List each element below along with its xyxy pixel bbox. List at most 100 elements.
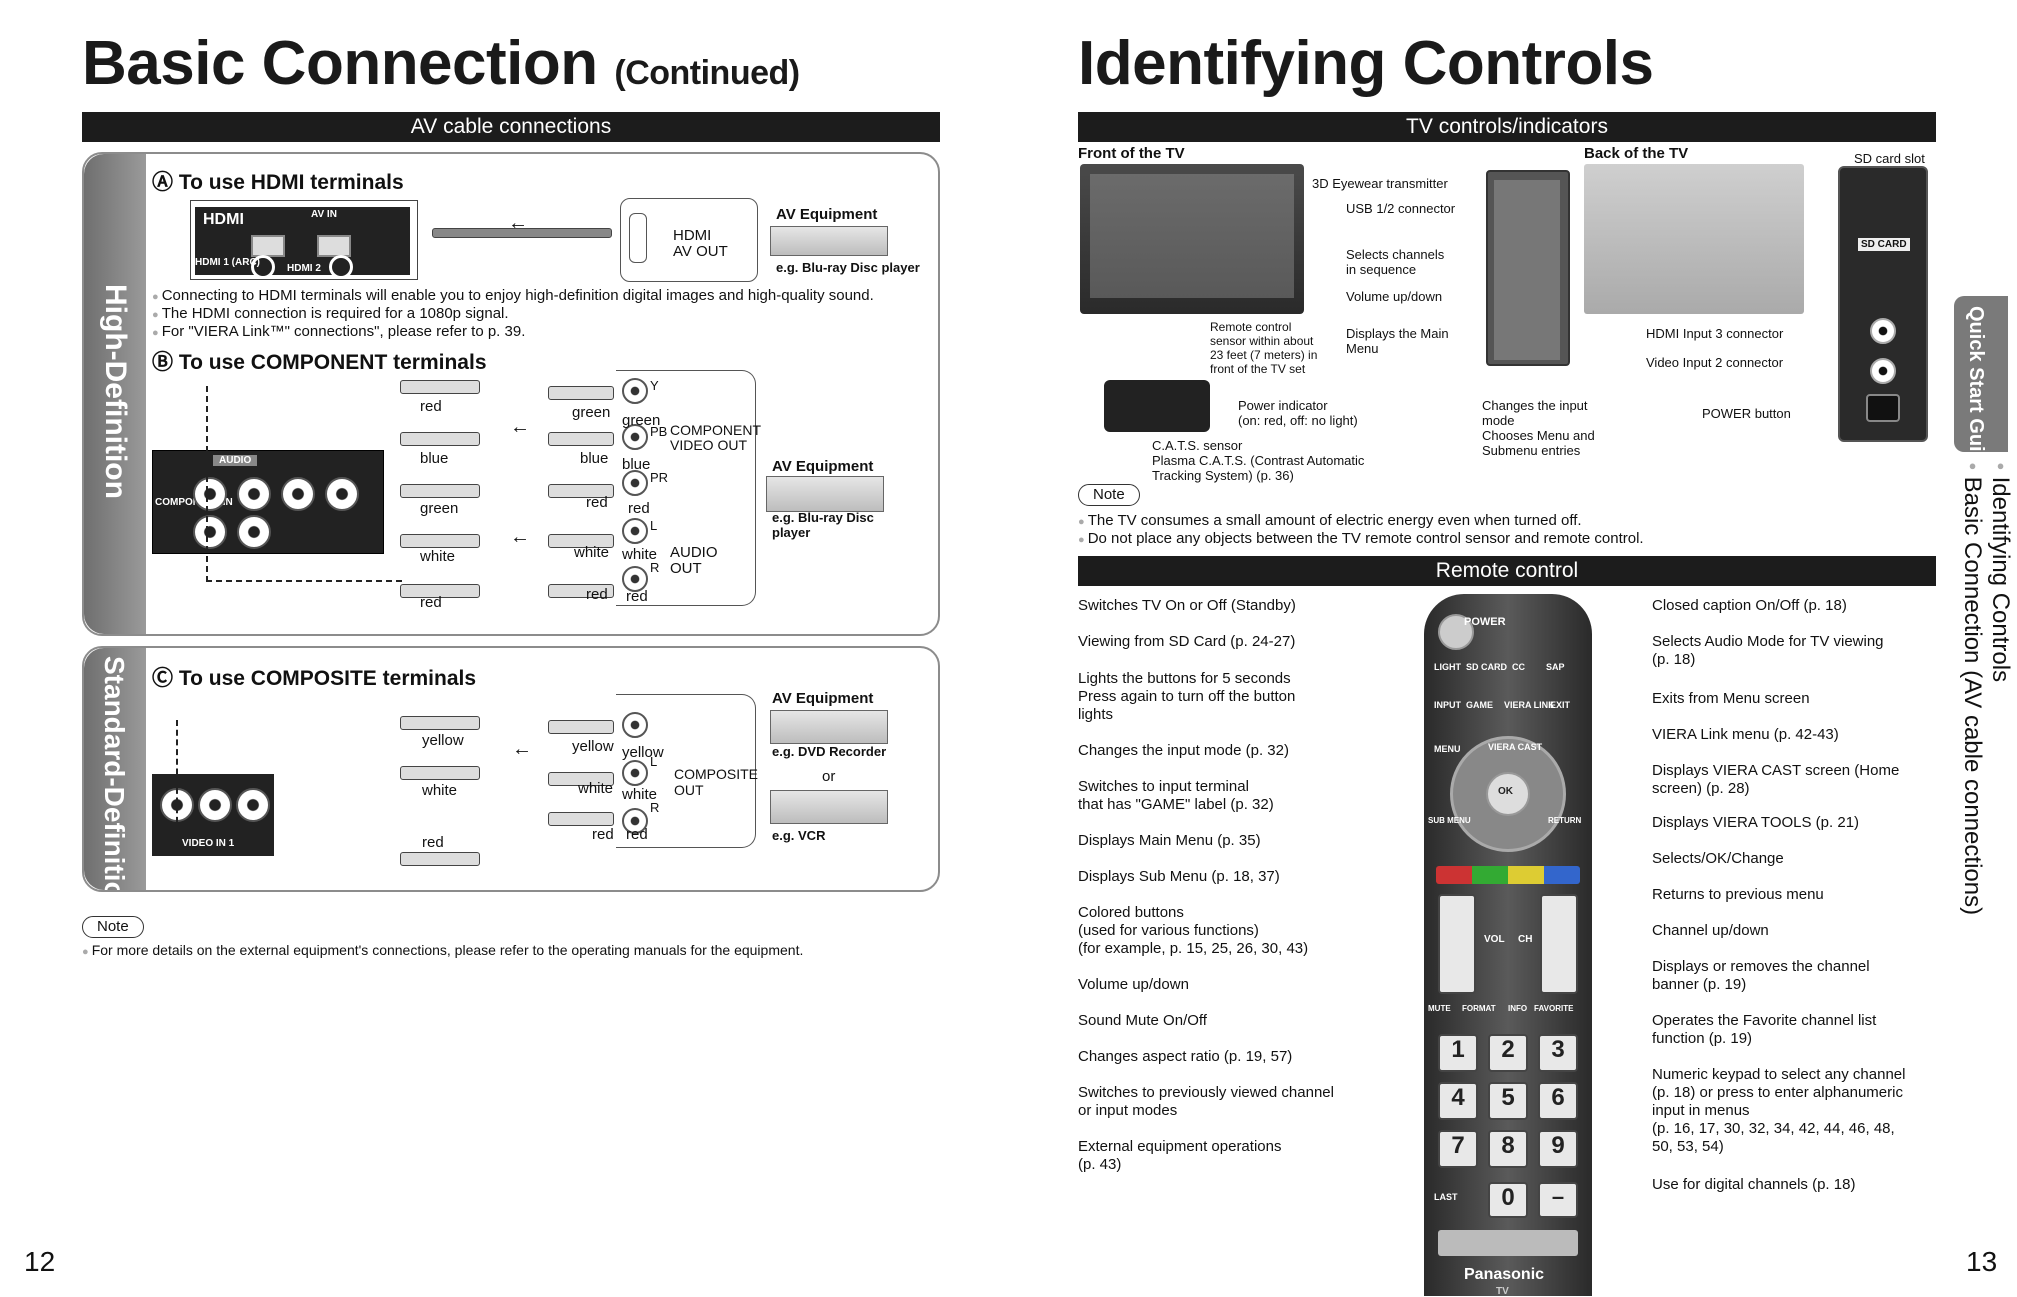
- key-label: FORMAT: [1462, 1004, 1496, 1013]
- color-label: green: [622, 412, 661, 429]
- color-label: yellow: [422, 732, 464, 749]
- remote-control-image: POWER LIGHT SD CARD CC SAP INPUT GAME VI…: [1424, 594, 1592, 1296]
- color-label: white: [420, 548, 456, 565]
- key-5[interactable]: 5: [1488, 1082, 1528, 1120]
- component-equipment-label: AV Equipment: [772, 458, 874, 475]
- key-label: SUB MENU: [1428, 816, 1471, 825]
- color-label: blue: [580, 450, 609, 467]
- hdmi-device-line1: HDMI: [673, 227, 712, 244]
- arrow-left-icon: ←: [508, 212, 528, 234]
- hdmi-logo-icon: HDMI: [203, 211, 244, 228]
- key-1[interactable]: 1: [1438, 1034, 1478, 1072]
- key-dash[interactable]: –: [1538, 1182, 1578, 1218]
- component-heading: Ⓑ To use COMPONENT terminals: [152, 351, 487, 374]
- key-label: LAST: [1434, 1192, 1458, 1202]
- jack-label: Y: [650, 378, 659, 393]
- arrow-left-icon: ←: [510, 526, 530, 548]
- color-label: red: [626, 588, 648, 605]
- remote-right-label: Exits from Menu screen: [1652, 690, 1810, 707]
- remote-left-label: Changes the input mode (p. 32): [1078, 742, 1289, 759]
- side-nav-basic-connection: Basic Connection (AV cable connections): [1959, 476, 1986, 916]
- key-label: FAVORITE: [1534, 1004, 1574, 1013]
- main-menu-label2: Menu: [1346, 341, 1379, 356]
- cable-mid: [548, 534, 614, 548]
- volume-label: Volume up/down: [1346, 289, 1443, 304]
- color-label: red: [420, 594, 442, 611]
- remote-left-label: Viewing from SD Card (p. 24-27): [1078, 633, 1296, 650]
- cable-mid: [548, 720, 614, 734]
- power-button[interactable]: [1438, 614, 1474, 650]
- jack: [622, 424, 648, 450]
- component-example-label1: e.g. Blu-ray Disc: [772, 510, 874, 525]
- hdmi-port-box: AV IN HDMI HDMI 1 (ARC) HDMI 2: [190, 200, 418, 280]
- jack: [622, 518, 648, 544]
- jack: [622, 470, 648, 496]
- remote-right-label: Returns to previous menu: [1652, 886, 1824, 903]
- page-number-right: 13: [1966, 1246, 1998, 1277]
- key-label: SAP: [1546, 662, 1565, 672]
- jack-label: L: [650, 518, 658, 533]
- remote-tv-label: TV: [1496, 1286, 1509, 1297]
- remote-left-label: Displays Sub Menu (p. 18, 37): [1078, 868, 1280, 885]
- remote-left-label: Sound Mute On/Off: [1078, 1012, 1207, 1029]
- cable-mid: [548, 432, 614, 446]
- hdmi-bullet-1: Connecting to HDMI terminals will enable…: [152, 287, 874, 306]
- jack-label: R: [650, 560, 660, 575]
- component-audio-label: AUDIO: [213, 455, 258, 466]
- vol-rocker[interactable]: [1438, 894, 1476, 994]
- color-label: red: [586, 494, 608, 511]
- hdmi-device-line2: AV OUT: [673, 243, 728, 260]
- cable-blue: [400, 432, 480, 446]
- key-6[interactable]: 6: [1538, 1082, 1578, 1120]
- tv-front-image: [1080, 164, 1304, 314]
- ch-rocker[interactable]: [1540, 894, 1578, 994]
- key-label: CC: [1512, 662, 1525, 672]
- eyewear-label: 3D Eyewear transmitter: [1312, 176, 1448, 191]
- color-label: blue: [420, 450, 449, 467]
- key-8[interactable]: 8: [1488, 1130, 1528, 1168]
- key-label: MENU: [1434, 744, 1461, 754]
- tv-side-panel: [1486, 170, 1570, 366]
- key-2[interactable]: 2: [1488, 1034, 1528, 1072]
- cable-red: [400, 852, 480, 866]
- key-9[interactable]: 9: [1538, 1130, 1578, 1168]
- remote-left-label: Changes aspect ratio (p. 19, 57): [1078, 1048, 1293, 1065]
- color-buttons[interactable]: [1436, 866, 1580, 884]
- cable-red-2: [400, 584, 480, 598]
- composite-out-label1: COMPOSITE: [674, 766, 759, 782]
- section-bar-remote: Remote control: [1078, 556, 1936, 586]
- key-4[interactable]: 4: [1438, 1082, 1478, 1120]
- color-label: white: [622, 786, 658, 803]
- ok-button[interactable]: [1486, 772, 1530, 816]
- key-3[interactable]: 3: [1538, 1034, 1578, 1072]
- composite-or-label: or: [822, 768, 836, 785]
- power-indicator-label2: (on: red, off: no light): [1238, 413, 1358, 428]
- note-text-right-2: Do not place any objects between the TV …: [1078, 530, 1644, 549]
- side-label-sd: Standard-Definition: [99, 656, 130, 892]
- color-label: green: [572, 404, 611, 421]
- composite-out-box: [616, 694, 756, 848]
- composite-example-label2: e.g. VCR: [772, 828, 826, 843]
- composite-port-box: VIDEO IN 1: [152, 774, 274, 856]
- bluray-player-icon: [770, 226, 888, 256]
- cable-mid: [548, 584, 614, 598]
- note-text-left: For more details on the external equipme…: [82, 942, 804, 958]
- jack-label: PB: [650, 424, 668, 439]
- note-badge-right: Note: [1078, 484, 1140, 506]
- quick-start-tab[interactable]: Quick Start Guide: [1954, 296, 2008, 475]
- remote-right-label: Displays VIERA TOOLS (p. 21): [1652, 814, 1860, 831]
- side-nav-text: ● Identifying Controls ● Basic Connectio…: [1959, 458, 2014, 916]
- page-title: Basic Connection (Continued): [82, 29, 800, 98]
- playback-buttons[interactable]: [1438, 1230, 1578, 1256]
- cable-mid: [548, 386, 614, 400]
- color-label: red: [586, 586, 608, 603]
- key-7[interactable]: 7: [1438, 1130, 1478, 1168]
- color-label: red: [626, 826, 648, 843]
- remote-right-label: Closed caption On/Off (p. 18): [1652, 597, 1847, 614]
- remote-right-label: Selects/OK/Change: [1652, 850, 1784, 867]
- key-0[interactable]: 0: [1488, 1182, 1528, 1218]
